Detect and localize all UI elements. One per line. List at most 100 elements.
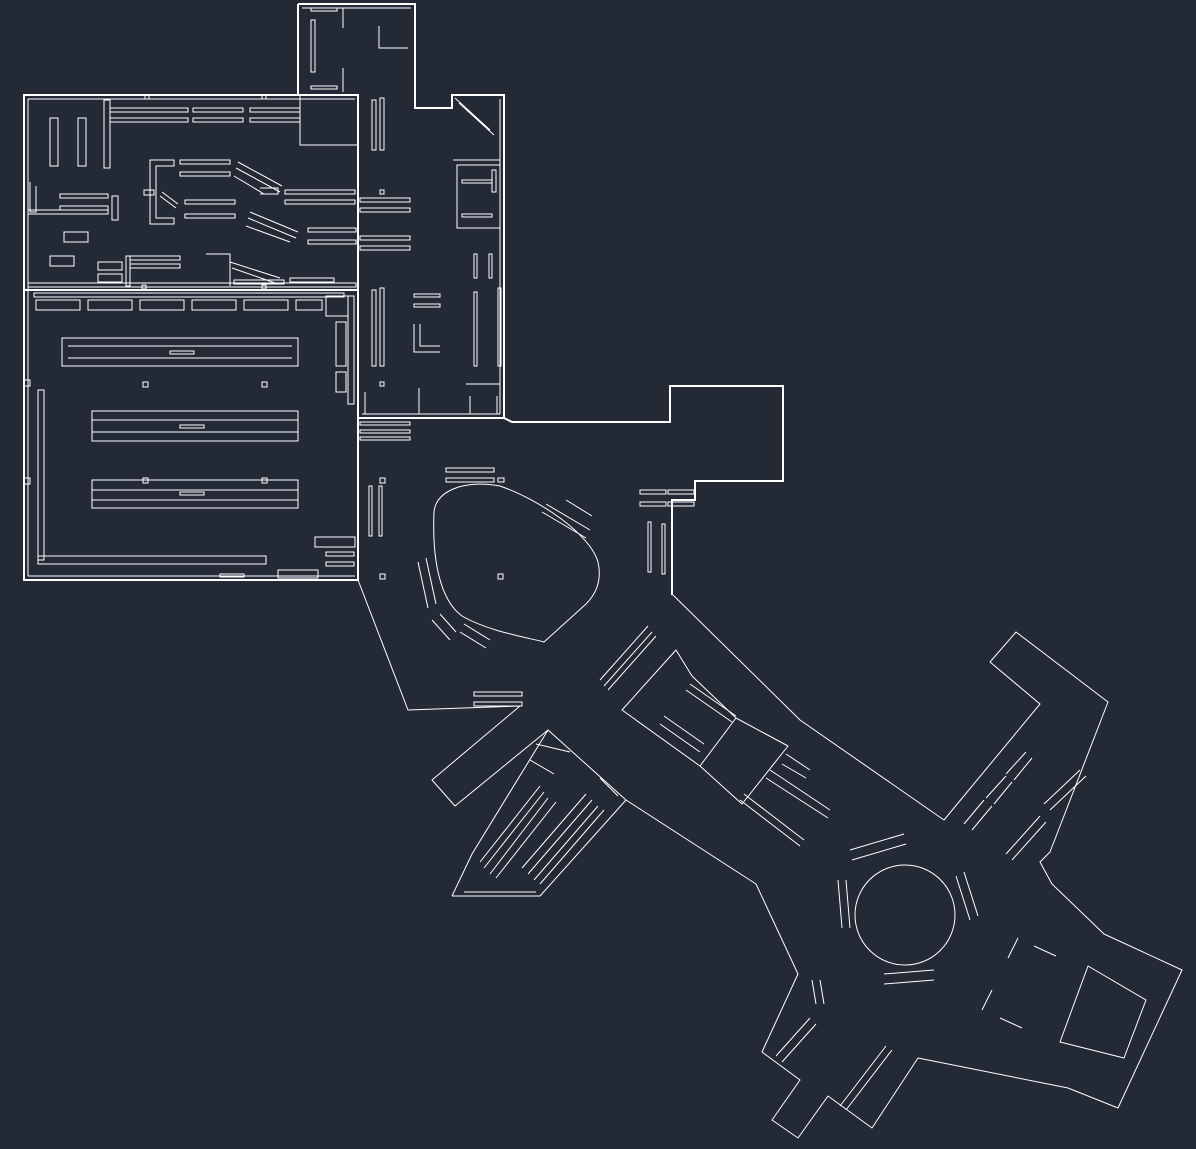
column (379, 381, 385, 387)
bench (647, 521, 652, 573)
wing-room (453, 159, 501, 229)
shelf-unit (139, 299, 185, 311)
shelf-unit (243, 299, 289, 311)
shelf-unit (233, 279, 285, 285)
island-loop (433, 483, 600, 643)
counter (325, 561, 355, 567)
shelf-unit (184, 199, 236, 205)
shelf-unit (103, 99, 111, 169)
shelf-unit (347, 295, 355, 405)
column (141, 284, 147, 290)
shelf-unit (143, 189, 155, 196)
bench-lines (775, 1017, 893, 1111)
shelf-c-unit (149, 159, 175, 225)
column (142, 381, 149, 388)
gondola (61, 337, 299, 367)
column (23, 379, 31, 387)
roundabout (854, 864, 956, 966)
bench (445, 477, 495, 483)
shelf-unit (97, 273, 123, 283)
shelf-unit (191, 299, 237, 311)
upper-store-shelving (27, 94, 357, 290)
annex-shelf (310, 7, 338, 12)
annex-shelf (310, 85, 338, 90)
shelf-unit (97, 261, 123, 271)
kiosk-block (621, 649, 789, 805)
column (261, 94, 267, 100)
shelf-unit (359, 235, 411, 241)
plaza-rect (1059, 965, 1147, 1059)
store-building (23, 3, 784, 595)
bench (368, 485, 373, 537)
column (142, 477, 149, 484)
bench-lines (599, 625, 657, 691)
shelf-unit (249, 117, 301, 123)
shelf-unit (109, 117, 189, 123)
column (261, 381, 268, 388)
bench (667, 501, 695, 507)
shelf-unit (49, 117, 59, 167)
shelf-unit (335, 371, 347, 393)
diag-shelf (159, 191, 179, 209)
bench (497, 477, 505, 483)
shelf-unit (488, 253, 493, 279)
column (379, 477, 386, 484)
shelf-unit (371, 289, 377, 367)
shelf-unit (359, 207, 411, 213)
shelf-unit (379, 287, 385, 367)
diag-shelf (233, 161, 283, 195)
shelf-unit (192, 107, 244, 113)
bench-lines (529, 743, 619, 797)
l-shelf (413, 324, 440, 353)
shelf-unit (284, 199, 356, 205)
bench (639, 501, 667, 507)
shelf-unit (307, 227, 357, 233)
wall-shelf (37, 555, 267, 565)
shelf-unit (359, 421, 411, 426)
shelf-unit (59, 205, 109, 211)
shelf-unit (63, 231, 89, 243)
wing-shelving (359, 97, 502, 441)
column (497, 573, 504, 580)
annex-wall (298, 3, 505, 418)
shelf-unit (33, 292, 345, 298)
shelf-unit (359, 197, 411, 203)
wing-room-lines (364, 388, 420, 414)
gondola (91, 410, 299, 442)
shelf-unit (249, 107, 301, 113)
gondola-inner (92, 419, 298, 433)
bench (661, 523, 666, 575)
bench-lines (1005, 769, 1087, 861)
bench-lines (963, 751, 1033, 831)
shelf-unit (413, 293, 441, 298)
annex-l-shelf (378, 26, 408, 49)
shelf-unit (473, 253, 478, 279)
wing-diagonal-shelf (454, 97, 495, 136)
annex-room (299, 95, 359, 146)
bench-lines (464, 785, 605, 893)
bench (667, 489, 695, 495)
shelf-unit (473, 291, 478, 367)
shelf-unit (192, 117, 244, 123)
shelf-unit (27, 209, 109, 215)
corridor-boundary (357, 579, 1183, 1139)
shelf-unit (307, 239, 357, 245)
gondola-inner (68, 345, 292, 359)
shelf-unit (129, 255, 181, 261)
shelf-unit (335, 321, 347, 367)
shelf-unit (125, 255, 131, 287)
kiosk-divider (699, 717, 737, 767)
bench (473, 691, 523, 697)
shelf-unit (289, 277, 335, 283)
column (144, 94, 150, 100)
shelf-unit (87, 299, 133, 311)
bench-lines (981, 937, 1057, 1029)
shelf-unit (184, 213, 236, 219)
gondola-marker (179, 491, 205, 496)
wing-shelf (491, 169, 497, 193)
annex-shelf (310, 19, 316, 73)
shelf-unit (379, 97, 385, 151)
bench (639, 489, 667, 495)
